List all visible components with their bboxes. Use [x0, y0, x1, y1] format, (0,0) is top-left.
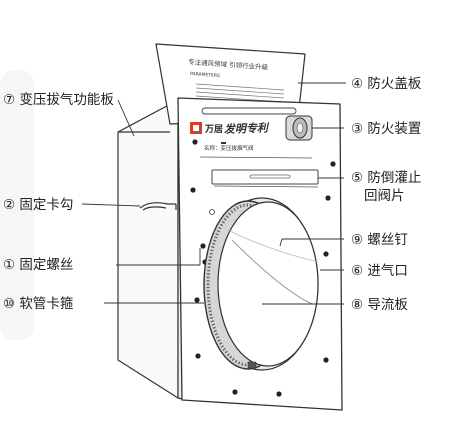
cover-text-line2: PARAMETERS: [190, 71, 220, 79]
screw-hole: [190, 187, 196, 193]
callout-check-valve-line1: ⑤ 防倒灌止: [351, 170, 421, 186]
screw-hole: [325, 195, 331, 201]
callout-deflector: ⑧ 导流板: [351, 297, 408, 313]
screw-hole: [330, 161, 336, 167]
callout-air-inlet: ⑥ 进气口: [351, 263, 408, 279]
screw-hole: [232, 389, 238, 395]
inlet-opening: [217, 201, 319, 367]
screw-hole: [194, 297, 200, 303]
deflector-plate: [231, 239, 313, 305]
brand-logo-inner: [193, 125, 199, 131]
panel-divider-upper: [199, 156, 313, 159]
screw-hole: [192, 139, 198, 145]
callout-pressure-plate: ⑦ 变压拔气功能板: [3, 92, 114, 108]
nameplate-text: 名称：变压拔烟气阀: [204, 144, 254, 152]
leader-9-v: [279, 238, 283, 247]
screw-hole: [195, 353, 201, 359]
deflector-shadow: [227, 229, 319, 263]
leader-lines: [81, 82, 346, 305]
air-inlet: [203, 197, 319, 371]
leader-7: [117, 99, 135, 137]
leader-2: [81, 203, 141, 207]
duct-box: [117, 95, 187, 401]
callout-labels: ④ 防火盖板 ⑦ 变压拔气功能板 ③ 防火装置 ⑤ 防倒灌止 回阀片 ② 固定卡…: [3, 76, 422, 313]
screw-hole: [323, 357, 329, 363]
callout-fixed-screw: ① 固定螺丝: [3, 257, 73, 273]
clamp-screw: [247, 361, 257, 369]
fixed-hook: [139, 202, 177, 211]
brand-logo-text: 万居: [204, 124, 223, 135]
callout-fixed-hook: ② 固定卡勾: [3, 197, 73, 213]
callout-fire-cover: ④ 防火盖板: [351, 76, 422, 92]
brand-script-text: 发明专利: [224, 121, 270, 136]
callout-screw: ⑨ 螺丝钉: [351, 232, 408, 248]
background-panel: [0, 70, 34, 340]
panel-mark: [221, 142, 226, 144]
check-valve-inner: [249, 174, 291, 179]
callout-fire-device: ③ 防火装置: [351, 121, 421, 137]
small-ring: [209, 209, 215, 215]
screw-hole: [200, 243, 206, 249]
top-slot: [201, 107, 297, 115]
screw-hole: [323, 251, 329, 257]
check-valve-base: [213, 185, 319, 188]
callout-check-valve-line2: 回阀片: [364, 188, 405, 204]
screw-hole: [276, 391, 282, 397]
callout-hose-clamp: ⑩ 软管卡箍: [3, 295, 74, 312]
screw-holes: [190, 139, 336, 397]
duct-side-face: [117, 99, 179, 399]
fire-device: [285, 115, 313, 141]
